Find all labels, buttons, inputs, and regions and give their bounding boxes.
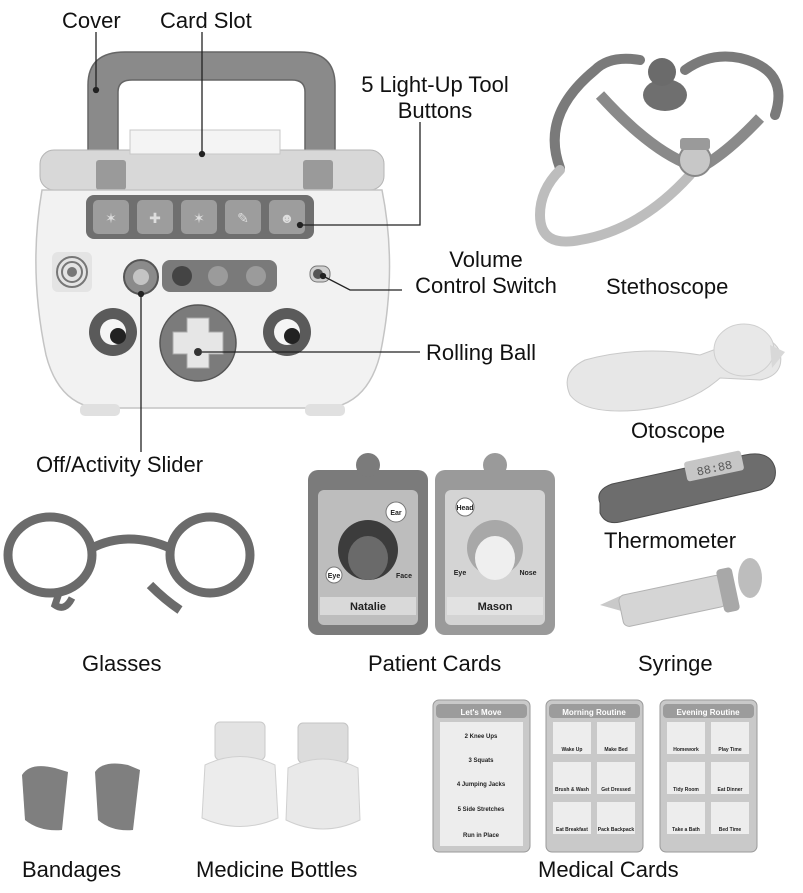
label-volume-line1: Volume: [449, 247, 523, 272]
leader-lines: [92, 32, 421, 452]
tool-button-2[interactable]: [137, 200, 173, 234]
medical-card-2-item: Make Bed: [604, 747, 627, 753]
label-medicine-bottles: Medicine Bottles: [196, 857, 358, 882]
medical-card-2-item: Brush & Wash: [555, 787, 589, 793]
patient-card-1: [308, 453, 428, 635]
medical-card-3-title: Evening Routine: [676, 708, 740, 717]
medical-card-1-item: 3 Squats: [468, 758, 494, 764]
label-thermometer: Thermometer: [604, 528, 737, 553]
patient-card-1-name: Natalie: [350, 601, 386, 613]
card-slot: [129, 129, 281, 155]
label-card-slot: Card Slot: [160, 8, 252, 33]
glasses: [3, 512, 255, 614]
patient-card-1-tag-face: Face: [396, 573, 412, 580]
patient-card-2: [435, 453, 555, 635]
svg-text:✶: ✶: [105, 210, 117, 226]
label-patient-cards: Patient Cards: [368, 651, 502, 676]
medical-card-3-item: Play Time: [718, 747, 741, 753]
latch-right: [303, 160, 333, 190]
medical-card-2-title: Morning Routine: [562, 708, 626, 717]
patient-card-2-name: Mason: [478, 601, 513, 613]
medical-card-3-item: Take a Bath: [672, 827, 700, 833]
patient-card-1-tag-ear: Ear: [390, 510, 402, 517]
bandages: [22, 763, 140, 831]
doctor-kit-case: ✶ ✚ ✶ ✎ ☻: [35, 32, 421, 452]
latch-left: [96, 160, 126, 190]
tool-button-3[interactable]: [181, 200, 217, 234]
light-up-tool-buttons: ✶ ✚ ✶ ✎ ☻: [93, 200, 305, 234]
label-medical-cards: Medical Cards: [538, 857, 679, 882]
medical-card-3-item: Tidy Room: [673, 787, 699, 793]
label-tool-buttons: 5 Light-Up Tool Buttons: [340, 72, 530, 124]
tool-button-4[interactable]: [225, 200, 261, 234]
label-tool-buttons-line1: 5 Light-Up Tool: [361, 72, 509, 97]
label-bandages: Bandages: [22, 857, 122, 882]
medical-card-1-item: 4 Jumping Jacks: [457, 782, 506, 788]
medical-card-3-item: Bed Time: [719, 827, 742, 833]
label-glasses: Glasses: [82, 651, 162, 676]
medical-card-1-item: 5 Side Stretches: [458, 807, 505, 813]
label-off-activity-slider: Off/Activity Slider: [36, 452, 204, 477]
medical-card-1-title: Let's Move: [460, 708, 502, 717]
patient-card-1-tag-eye: Eye: [328, 573, 341, 580]
label-syringe: Syringe: [638, 651, 713, 676]
medical-card-3-item: Homework: [673, 747, 699, 753]
label-volume-line2: Control Switch: [415, 273, 557, 298]
speaker-grille: [52, 252, 92, 292]
label-volume-control: Volume Control Switch: [402, 247, 570, 299]
stethoscope: [534, 51, 784, 247]
medical-card-1-item: Run in Place: [463, 833, 500, 839]
syringe: [600, 558, 762, 627]
label-rolling-ball: Rolling Ball: [426, 340, 537, 365]
medical-card-2: [545, 699, 644, 853]
medical-card-2-item: Pack Backpack: [598, 827, 635, 833]
medicine-bottles: [201, 721, 361, 830]
medical-card-1-item: 2 Knee Ups: [465, 734, 498, 740]
medical-card-1: [432, 699, 531, 853]
patient-card-2-tag-head: Head: [456, 505, 473, 512]
svg-text:✶: ✶: [193, 210, 205, 226]
medical-card-2-item: Wake Up: [562, 747, 583, 753]
medical-card-3-item: Eat Dinner: [717, 787, 742, 793]
label-stethoscope: Stethoscope: [606, 274, 729, 299]
patient-card-2-tag-eye: Eye: [454, 570, 467, 577]
label-otoscope: Otoscope: [631, 418, 726, 443]
patient-card-2-tag-nose: Nose: [519, 570, 536, 577]
tool-button-5[interactable]: [269, 200, 305, 234]
medical-card-2-item: Get Dressed: [601, 787, 630, 793]
cross-button[interactable]: [172, 317, 224, 369]
label-tool-buttons-line2: Buttons: [397, 98, 473, 123]
thermometer: 88:88: [598, 450, 776, 524]
svg-text:✚: ✚: [149, 210, 161, 226]
svg-text:✎: ✎: [237, 210, 249, 226]
svg-text:☻: ☻: [280, 210, 295, 226]
tool-button-1[interactable]: [93, 200, 129, 234]
label-cover: Cover: [62, 8, 121, 33]
medical-card-3: [659, 699, 758, 853]
medical-card-2-item: Eat Breakfast: [556, 827, 588, 833]
otoscope: [566, 323, 785, 412]
